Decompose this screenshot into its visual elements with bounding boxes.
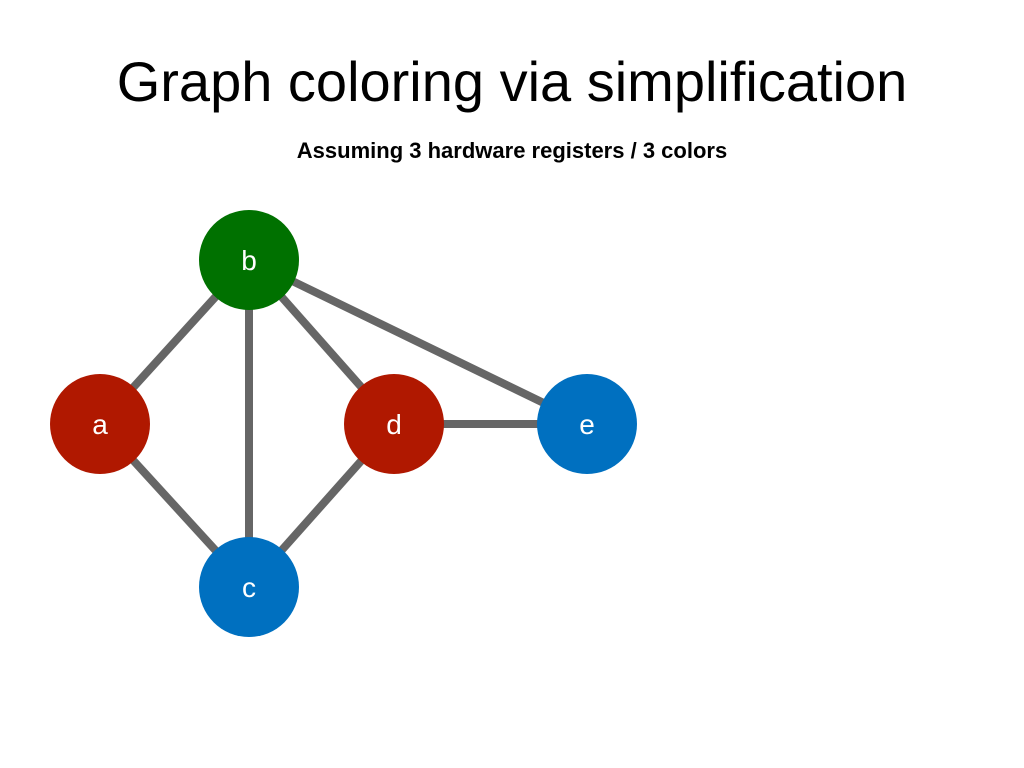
node-label-a: a bbox=[92, 409, 108, 440]
node-e: e bbox=[537, 374, 637, 474]
edge-b-e bbox=[247, 256, 589, 428]
node-label-d: d bbox=[386, 409, 402, 440]
node-circle-c bbox=[199, 537, 299, 637]
node-a: a bbox=[50, 374, 150, 474]
slide-subtitle: Assuming 3 hardware registers / 3 colors bbox=[296, 138, 728, 163]
node-d: d bbox=[344, 374, 444, 474]
nodes-layer: b a d e c bbox=[50, 210, 637, 637]
node-label-c: c bbox=[242, 572, 256, 603]
node-circle-a bbox=[50, 374, 150, 474]
edges-layer bbox=[97, 256, 589, 590]
node-circle-d bbox=[344, 374, 444, 474]
slide-title: Graph coloring via simplification bbox=[116, 50, 908, 113]
node-b: b bbox=[199, 210, 299, 310]
node-circle-b bbox=[199, 210, 299, 310]
node-c: c bbox=[199, 537, 299, 637]
node-label-e: e bbox=[579, 409, 595, 440]
node-circle-e bbox=[537, 374, 637, 474]
node-label-b: b bbox=[241, 245, 257, 276]
